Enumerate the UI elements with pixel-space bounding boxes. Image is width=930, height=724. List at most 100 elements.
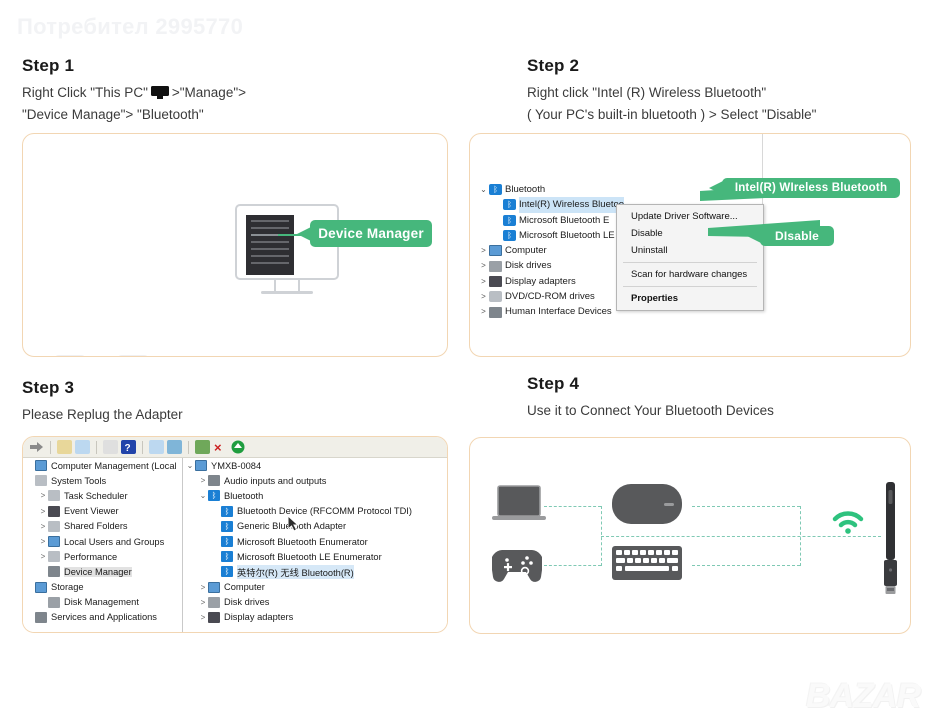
- step-3-desc-line1: Please Replug the Adapter: [22, 407, 183, 422]
- help-icon[interactable]: ?: [121, 440, 136, 454]
- tree-row[interactable]: >Event Viewer: [23, 504, 182, 519]
- scan-hardware-icon[interactable]: [195, 440, 210, 454]
- tree-row[interactable]: Disk Management: [23, 595, 182, 610]
- tree-row[interactable]: ⌄YMXB-0084: [183, 458, 447, 473]
- tree-row[interactable]: > Display adapters: [183, 610, 447, 625]
- tree-chevron-icon[interactable]: >: [481, 276, 486, 286]
- context-menu-item[interactable]: Disable: [631, 228, 663, 239]
- tree-chevron-icon[interactable]: ⌄: [199, 491, 207, 501]
- tree-chevron-icon[interactable]: >: [200, 597, 206, 607]
- step-2-desc-line1: Right click "Intel (R) Wireless Bluetoot…: [527, 85, 767, 100]
- tree-row[interactable]: > Shared Folders: [23, 519, 182, 534]
- tree-chevron-icon[interactable]: >: [481, 261, 486, 271]
- tree-chevron-icon[interactable]: >: [481, 246, 486, 256]
- tree-row[interactable]: >Disk drives: [183, 595, 447, 610]
- device-tree-row[interactable]: > Display adapters: [478, 274, 624, 289]
- intel-wireless-bluetooth-callout-label: Intel(R) WIreless Bluetooth: [734, 182, 888, 194]
- computer-node-icon: [195, 460, 207, 472]
- tree-row[interactable]: Computer Management (Local: [23, 458, 182, 473]
- tree-row[interactable]: Services and Applications: [23, 610, 182, 625]
- tree-row[interactable]: Device Manager: [23, 564, 182, 579]
- window-icon[interactable]: [149, 440, 164, 454]
- tree-chevron-icon[interactable]: >: [481, 292, 486, 302]
- menu-separator: [623, 286, 757, 287]
- tree-chevron-icon[interactable]: >: [200, 476, 206, 486]
- context-menu-item[interactable]: Uninstall: [631, 245, 668, 256]
- show-console-tree-icon[interactable]: [75, 440, 90, 454]
- step-2-desc-line2: ( Your PC's built-in bluetooth ) > Selec…: [527, 106, 817, 122]
- bluetooth-icon: ᛒ: [221, 520, 233, 532]
- step-1-desc-line2: "Device Manage"> "Bluetooth": [22, 106, 204, 122]
- tree-row[interactable]: >Performance: [23, 549, 182, 564]
- context-menu-item[interactable]: Update Driver Software...: [631, 211, 738, 222]
- tree-row-label: Intel(R) Wireless Bluetoo: [519, 197, 625, 213]
- device-tree-row[interactable]: >Disk drives: [478, 258, 624, 273]
- step-1-title: Step 1: [22, 56, 75, 75]
- tree-chevron-icon[interactable]: >: [200, 612, 206, 622]
- update-driver-icon[interactable]: [231, 440, 246, 454]
- tree-row-label: Display adapters: [224, 612, 294, 623]
- tree-chevron-icon[interactable]: >: [40, 537, 46, 547]
- tree-row-label: Disk Management: [64, 597, 139, 608]
- step-2-block: Step 2 Right click "Intel (R) Wireless B…: [527, 56, 927, 126]
- up-folder-icon[interactable]: [57, 440, 72, 454]
- context-menu-item[interactable]: Scan for hardware changes: [631, 269, 748, 280]
- tree-row-label: Display adapters: [505, 275, 576, 287]
- context-menu-item[interactable]: Properties: [631, 293, 678, 304]
- disable-callout: DIsable: [747, 226, 834, 246]
- tree-row-label: Bluetooth: [505, 184, 546, 195]
- tree-row-label: Computer: [224, 582, 265, 593]
- audio-icon: [208, 475, 220, 487]
- mouse-icon: [612, 484, 682, 524]
- tree-row[interactable]: Storage: [23, 580, 182, 595]
- tree-row-label: Audio inputs and outputs: [224, 475, 327, 486]
- device-manager-icon: [48, 566, 60, 578]
- device-tree-row[interactable]: > Computer: [478, 243, 624, 258]
- display-adapter-icon: [208, 611, 220, 623]
- tree-chevron-icon[interactable]: ⌄: [480, 185, 487, 194]
- toolbar-separator: [96, 440, 97, 454]
- tree-row-label: Computer: [505, 245, 547, 257]
- disable-callout-label: DIsable: [774, 229, 820, 243]
- forward-arrow-icon[interactable]: [29, 440, 44, 454]
- uninstall-icon[interactable]: ×: [213, 440, 228, 455]
- svg-text:?: ?: [125, 443, 131, 454]
- tree-row[interactable]: >Local Users and Groups: [23, 534, 182, 549]
- services-icon: [35, 611, 47, 623]
- tree-chevron-icon[interactable]: >: [481, 307, 486, 317]
- tree-chevron-icon[interactable]: ⌄: [186, 461, 194, 471]
- tree-chevron-icon[interactable]: >: [40, 552, 46, 562]
- tree-chevron-icon[interactable]: >: [40, 506, 46, 516]
- tree-row[interactable]: System Tools: [23, 473, 182, 488]
- properties-icon[interactable]: [103, 440, 118, 454]
- tree-row-label: DVD/CD-ROM drives: [505, 291, 595, 303]
- tree-row[interactable]: >Task Scheduler: [23, 488, 182, 503]
- menu-separator: [623, 262, 757, 263]
- tree-chevron-icon[interactable]: >: [40, 521, 46, 531]
- tree-chevron-icon[interactable]: >: [40, 491, 46, 501]
- gamepad-icon: [492, 550, 542, 582]
- device-tree-row[interactable]: > DVD/CD-ROM drives: [478, 289, 624, 304]
- tree-row-label: Shared Folders: [64, 521, 128, 532]
- tree-row-label: Microsoft Bluetooth LE Enumerator: [237, 551, 382, 562]
- computer-icon: [489, 245, 502, 257]
- tree-row[interactable]: > Computer: [183, 580, 447, 595]
- device-tree-row[interactable]: >Human Interface Devices: [478, 304, 624, 319]
- tree-chevron-icon[interactable]: >: [200, 582, 206, 592]
- step-4-block: Step 4 Use it to Connect Your Bluetooth …: [527, 374, 927, 422]
- tree-row[interactable]: > Audio inputs and outputs: [183, 473, 447, 488]
- step-3-block: Step 3 Please Replug the Adapter: [22, 378, 452, 426]
- display-icon[interactable]: [167, 440, 182, 454]
